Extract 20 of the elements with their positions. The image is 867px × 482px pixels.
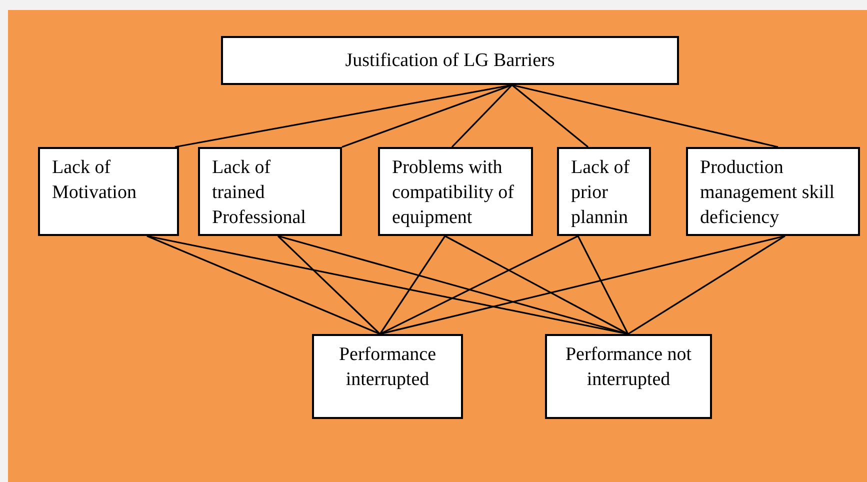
connector-line	[577, 236, 629, 334]
connector-line	[342, 84, 512, 148]
text-box: Problems with compatibility of equipment	[378, 147, 533, 236]
connector-line	[628, 235, 786, 335]
text-box: Lack of trained Professional	[198, 147, 342, 236]
connector-line	[146, 235, 380, 335]
connector-line	[512, 84, 778, 148]
connector-line	[512, 84, 588, 148]
connector-line	[380, 235, 578, 335]
text-box: Lack of prior plannin	[557, 147, 651, 236]
text-box: Lack of Motivation	[38, 147, 179, 236]
text-box: Justification of LG Barriers	[221, 36, 679, 85]
connector-line	[444, 235, 628, 335]
text-box: Performance not interrupted	[545, 334, 712, 419]
connector-line	[277, 235, 381, 335]
text-box: Production management skill deficiency	[686, 147, 860, 236]
connector-line	[451, 84, 513, 148]
connector-line	[379, 236, 446, 334]
text-box: Performance interrupted	[312, 334, 463, 419]
connector-line	[380, 235, 786, 335]
